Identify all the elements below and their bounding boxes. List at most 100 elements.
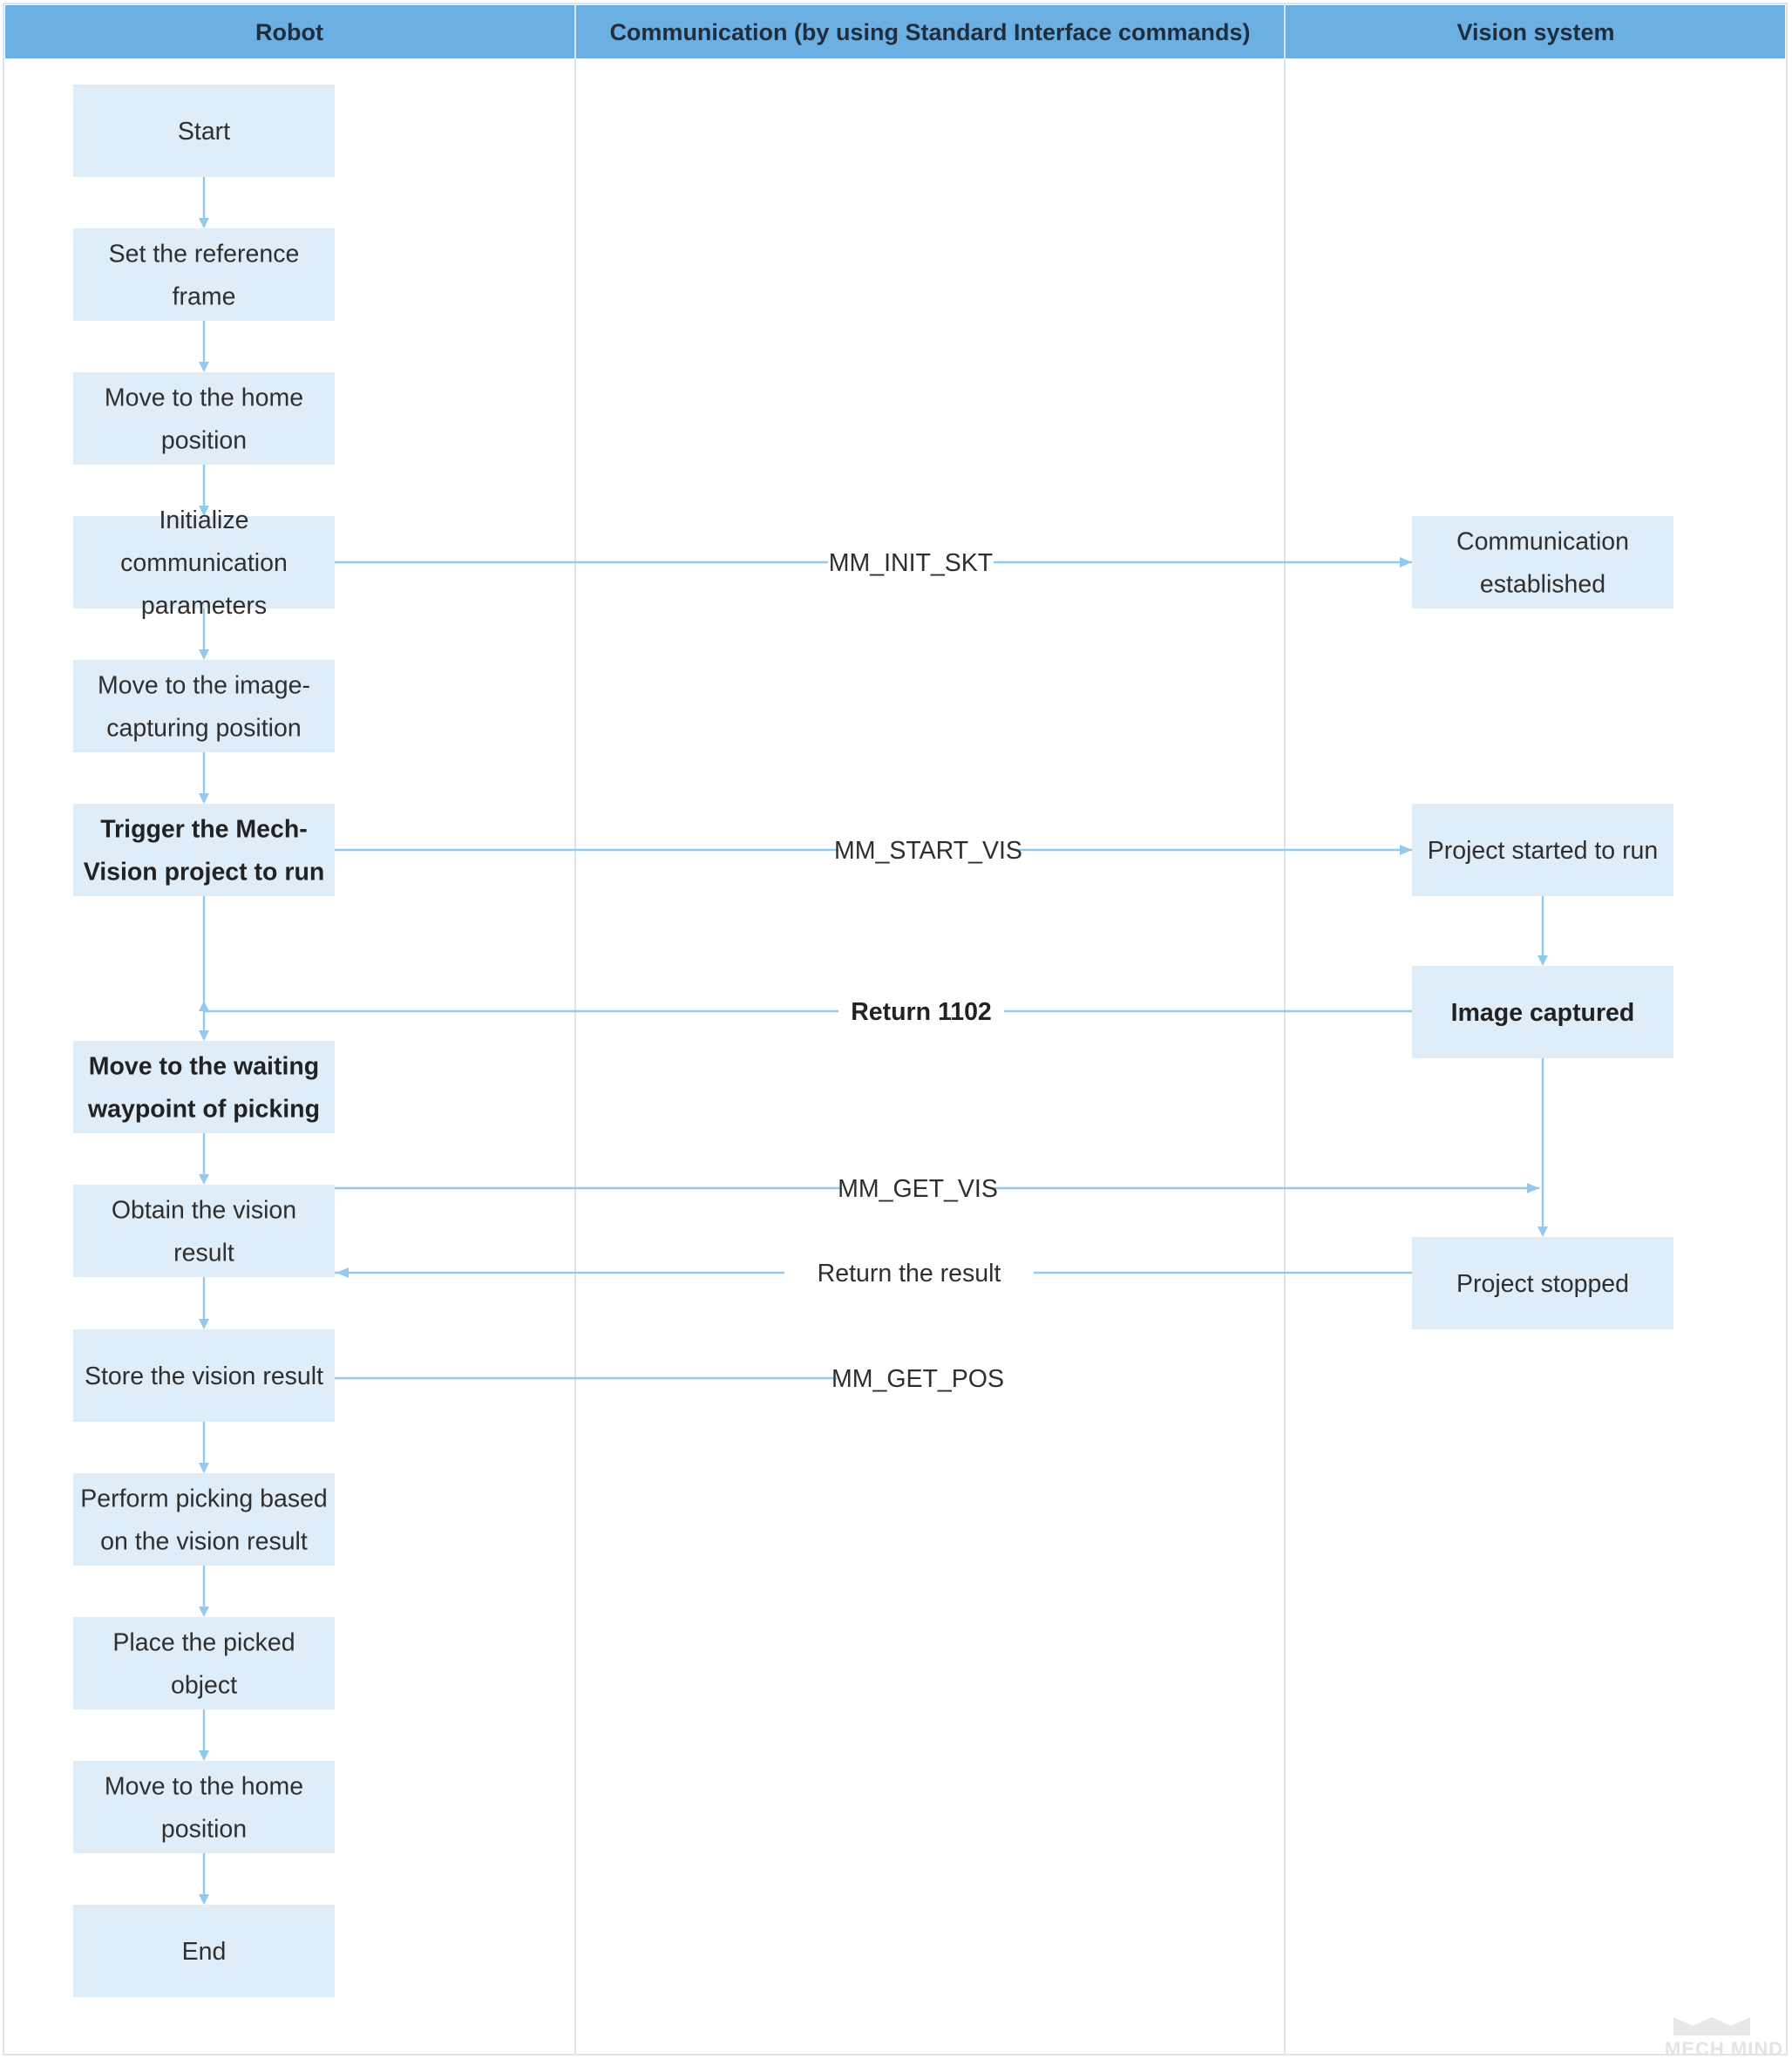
message-label-return-result: Return the result — [818, 1260, 1001, 1288]
message-label-bg — [842, 1361, 994, 1396]
robot-step-end: End — [73, 1905, 335, 1997]
vision-step-label-line: Image captured — [1451, 999, 1635, 1027]
vision-step-label-line: established — [1480, 571, 1605, 599]
robot-step-label-line: Obtain the vision — [112, 1197, 296, 1225]
robot-step-move-home-2: Move to the home position — [73, 1761, 335, 1853]
robot-step-obtain-result: Obtain the vision result — [73, 1185, 335, 1277]
robot-step-label-line: capturing position — [106, 715, 301, 743]
robot-step-label-line: frame — [173, 283, 236, 311]
robot-step-box — [73, 1473, 335, 1566]
mech-mind-logo: MECH MIND — [1665, 2017, 1782, 2059]
robot-step-box — [73, 804, 335, 896]
message-arrowhead — [1527, 1183, 1539, 1193]
vision-step-comm-established: Communication established — [1412, 516, 1673, 608]
robot-flow-arrowhead — [199, 362, 209, 372]
robot-step-box — [73, 228, 335, 321]
vision-step-label-line: Project started to run — [1428, 837, 1659, 865]
robot-step-box — [73, 1185, 335, 1277]
robot-step-label-line: parameters — [141, 592, 267, 620]
robot-step-box — [73, 1761, 335, 1853]
vision-step-box — [1412, 516, 1673, 608]
message-label-mm-get-vis: MM_GET_VIS — [838, 1175, 998, 1203]
lane-title-vision: Vision system — [1456, 19, 1614, 45]
robot-step-label-line: Trigger the Mech- — [100, 816, 308, 844]
message-label-bg — [828, 545, 994, 580]
message-label-mm-start-vis: MM_START_VIS — [834, 837, 1022, 865]
message-label-mm-init-skt: MM_INIT_SKT — [829, 549, 993, 577]
lane-title-robot: Robot — [255, 19, 323, 45]
vision-step-image-captured: Image captured — [1412, 966, 1673, 1058]
robot-step-start: Start — [73, 85, 335, 177]
robot-step-label-line: on the vision result — [100, 1528, 308, 1556]
robot-step-move-home-1: Move to the home position — [73, 372, 335, 465]
robot-step-box — [73, 516, 335, 608]
robot-step-label-line: waypoint of picking — [87, 1096, 320, 1124]
robot-step-perform-picking: Perform picking based on the vision resul… — [73, 1473, 335, 1566]
robot-step-label-line: Set the reference — [109, 241, 300, 268]
robot-flow-arrowhead — [199, 1174, 209, 1185]
vision-step-box — [1412, 966, 1673, 1058]
robot-step-label-line: Place the picked — [112, 1629, 295, 1657]
robot-step-label-line: Vision project to run — [84, 859, 325, 887]
robot-step-label-line: Perform picking based — [80, 1485, 328, 1513]
robot-step-init-comm: Initialize communication parameters — [73, 506, 335, 620]
robot-flow-arrowhead — [199, 1463, 209, 1473]
robot-step-label-line: Move to the waiting — [89, 1053, 319, 1081]
robot-step-set-reference-frame: Set the reference frame — [73, 228, 335, 321]
robot-flow-arrowhead — [199, 1750, 209, 1761]
robot-step-trigger-project: Trigger the Mech- Vision project to run — [73, 804, 335, 896]
robot-step-label-line: Move to the image- — [98, 672, 310, 700]
robot-step-move-capture: Move to the image-capturing position — [73, 660, 335, 752]
message-arrowhead — [1400, 557, 1412, 567]
robot-step-store-result: Store the vision result — [73, 1329, 335, 1422]
robot-step-label-line: position — [161, 1816, 247, 1844]
message-labels: MM_INIT_SKT MM_START_VIS Return 1102MM_GET… — [784, 545, 1034, 1396]
vision-step-label-line: Project stopped — [1456, 1270, 1629, 1298]
robot-flow-arrowhead — [199, 218, 209, 228]
robot-step-box — [73, 1041, 335, 1133]
vision-flow-arrowhead — [1537, 1227, 1548, 1237]
vision-step-project-started: Project started to run — [1412, 804, 1673, 896]
robot-flow-arrowhead — [199, 1607, 209, 1617]
robot-step-box — [73, 1329, 335, 1422]
robot-step-label-line: Start — [178, 118, 230, 146]
robot-step-label-line: Move to the home — [105, 384, 303, 412]
robot-flow-arrowhead — [199, 649, 209, 660]
robot-flow-arrowhead — [199, 1030, 209, 1041]
robot-step-label-line: position — [161, 427, 247, 455]
message-label-bg — [784, 1255, 1034, 1290]
vision-step-box — [1412, 1237, 1673, 1329]
message-arrowhead — [1400, 845, 1412, 855]
message-label-bg — [838, 832, 1018, 867]
return-arrowhead — [199, 1001, 209, 1011]
lane-header-communication — [576, 5, 1284, 58]
robot-step-label-line: object — [171, 1672, 237, 1700]
message-label-return-1102: Return 1102 — [851, 998, 992, 1026]
robot-step-label-line: Initialize — [160, 506, 249, 534]
robot-step-place-object: Place the picked object — [73, 1617, 335, 1709]
robot-step-box — [73, 372, 335, 465]
robot-step-label-line: result — [173, 1240, 234, 1267]
vision-flow-arrowhead — [1537, 955, 1548, 966]
robot-step-label-line: communication — [120, 549, 288, 577]
lane-title-communication: Communication (by using Standard Interfa… — [609, 19, 1250, 45]
lane-header-robot — [5, 5, 574, 58]
robot-step-box — [73, 1905, 335, 1997]
robot-step-move-waiting: Move to the waiting waypoint of picking — [73, 1041, 335, 1133]
lane-header-vision — [1286, 5, 1785, 58]
robot-step-box — [73, 85, 335, 177]
robot-step-box — [73, 660, 335, 752]
robot-step-box — [73, 1617, 335, 1709]
robot-flow-arrowhead — [199, 506, 209, 516]
message-label-bg — [842, 1171, 994, 1206]
robot-flow-arrowhead — [199, 1319, 209, 1329]
vision-step-label-line: Communication — [1456, 528, 1629, 556]
robot-flow-arrowhead — [199, 793, 209, 804]
robot-step-label-line: Move to the home — [105, 1773, 303, 1801]
message-label-mm-get-pos: MM_GET_POS — [832, 1365, 1004, 1393]
robot-step-label-line: Store the vision result — [85, 1362, 323, 1390]
robot-step-label-line: End — [182, 1938, 227, 1966]
message-arrowhead — [336, 1267, 349, 1278]
